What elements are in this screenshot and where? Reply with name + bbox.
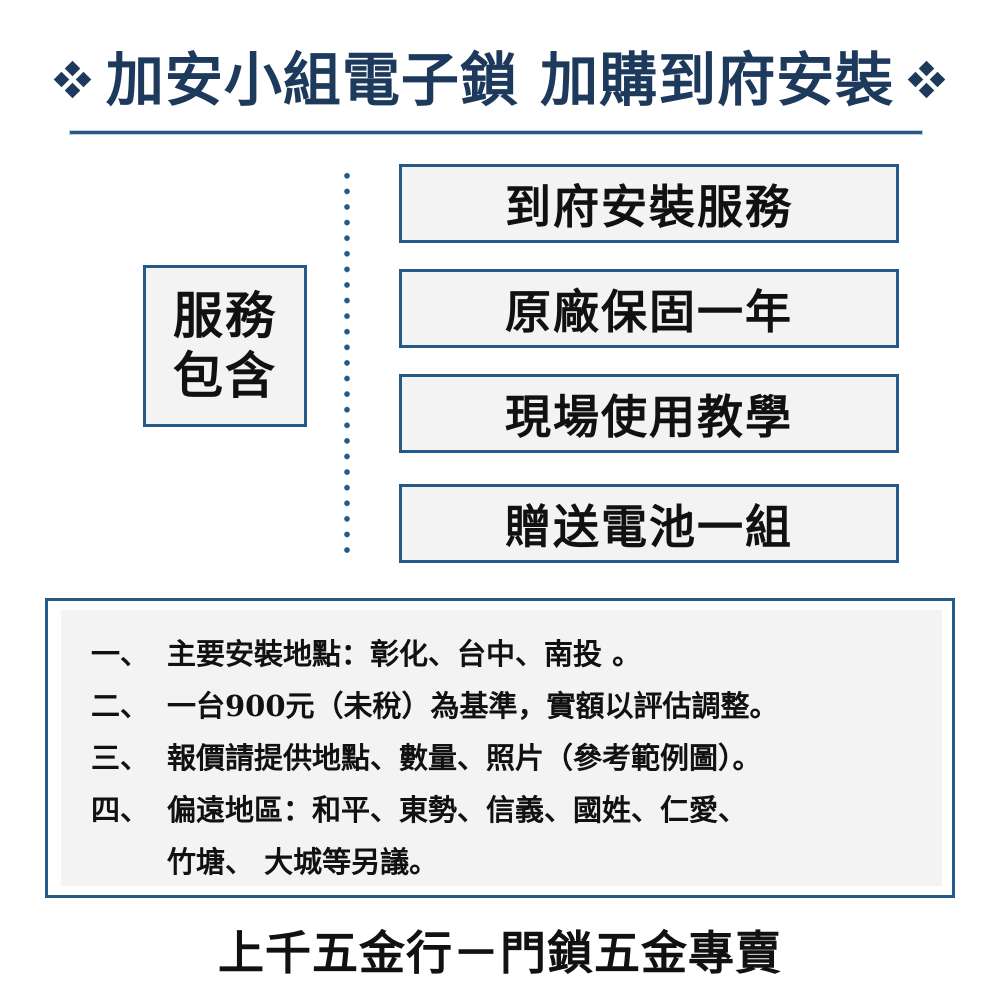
services-label-line1: 服務 [173, 286, 277, 345]
title-text: 加安小組電子鎖 加購到府安裝 [105, 46, 895, 114]
diamond-ornament-icon [907, 60, 946, 99]
service-item-label: 現場使用教學 [505, 389, 793, 444]
store-footer: 上千五金行－門鎖五金專賣 [218, 926, 782, 980]
page-title: 加安小組電子鎖 加購到府安裝 [0, 40, 1000, 120]
note-text: 一台900元（未稅）為基準，實額以評估調整。 [167, 689, 779, 723]
diamond-ornament-icon [53, 60, 92, 99]
note-item: 二、 一台900元（未稅）為基準，實額以評估調整。 [91, 680, 942, 732]
service-item-installation: 到府安裝服務 [399, 164, 899, 243]
note-text: 竹塘、 大城等另議。 [167, 845, 439, 879]
dotted-connector [344, 168, 350, 554]
services-label-line2: 包含 [173, 346, 277, 405]
note-number: 四、 [91, 793, 150, 827]
note-number: 一、 [91, 637, 150, 671]
notes-panel: 一、 主要安裝地點：彰化、台中、南投 。 二、 一台900元（未稅）為基準，實額… [45, 598, 955, 898]
service-item-warranty: 原廠保固一年 [399, 269, 899, 348]
note-item: 一、 主要安裝地點：彰化、台中、南投 。 [91, 628, 942, 680]
service-item-label: 原廠保固一年 [505, 284, 793, 339]
service-item-onsite-tutorial: 現場使用教學 [399, 374, 899, 453]
note-text: 主要安裝地點：彰化、台中、南投 。 [167, 637, 642, 671]
title-divider [70, 131, 922, 134]
service-item-label: 到府安裝服務 [505, 179, 793, 234]
note-text: 報價請提供地點、數量、照片（參考範例圖）。 [167, 741, 762, 775]
services-included-label: 服務 包含 [143, 265, 307, 427]
notes-content: 一、 主要安裝地點：彰化、台中、南投 。 二、 一台900元（未稅）為基準，實額… [61, 610, 942, 886]
note-continuation: 竹塘、 大城等另議。 [91, 836, 942, 888]
note-item: 三、 報價請提供地點、數量、照片（參考範例圖）。 [91, 732, 942, 784]
service-item-free-batteries: 贈送電池一組 [399, 484, 899, 563]
note-text: 偏遠地區：和平、東勢、信義、國姓、仁愛、 [167, 793, 748, 827]
service-item-label: 贈送電池一組 [505, 499, 793, 554]
note-number: 二、 [91, 689, 150, 723]
note-number: 三、 [91, 741, 150, 775]
note-item: 四、 偏遠地區：和平、東勢、信義、國姓、仁愛、 [91, 784, 942, 836]
